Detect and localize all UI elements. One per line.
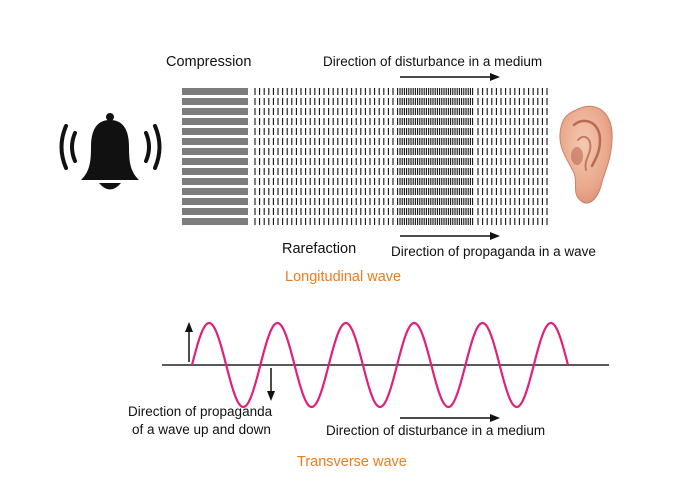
up-down-direction-label-line1: Direction of propaganda xyxy=(128,404,273,419)
disturbance-arrow-top xyxy=(400,73,500,81)
particle-field xyxy=(182,88,548,225)
up-down-direction-label-line2: of a wave up and down xyxy=(132,422,271,437)
rarefaction-label: Rarefaction xyxy=(282,241,357,257)
up-arrow xyxy=(185,322,193,362)
transverse-sine-wave xyxy=(190,321,570,409)
propagation-arrow xyxy=(400,232,500,240)
bell-ringing-icon xyxy=(59,113,162,190)
ear-icon xyxy=(559,105,613,204)
transverse-wave-title: Transverse wave xyxy=(297,454,407,470)
disturbance-direction-label-top: Direction of disturbance in a medium xyxy=(323,54,543,69)
propagation-direction-label: Direction of propaganda in a wave xyxy=(391,244,596,259)
longitudinal-wave-title: Longitudinal wave xyxy=(285,269,402,285)
compression-label: Compression xyxy=(166,54,252,70)
down-arrow xyxy=(267,368,275,401)
disturbance-direction-label-bottom: Direction of disturbance in a medium xyxy=(326,423,546,438)
disturbance-arrow-bottom xyxy=(400,414,500,422)
